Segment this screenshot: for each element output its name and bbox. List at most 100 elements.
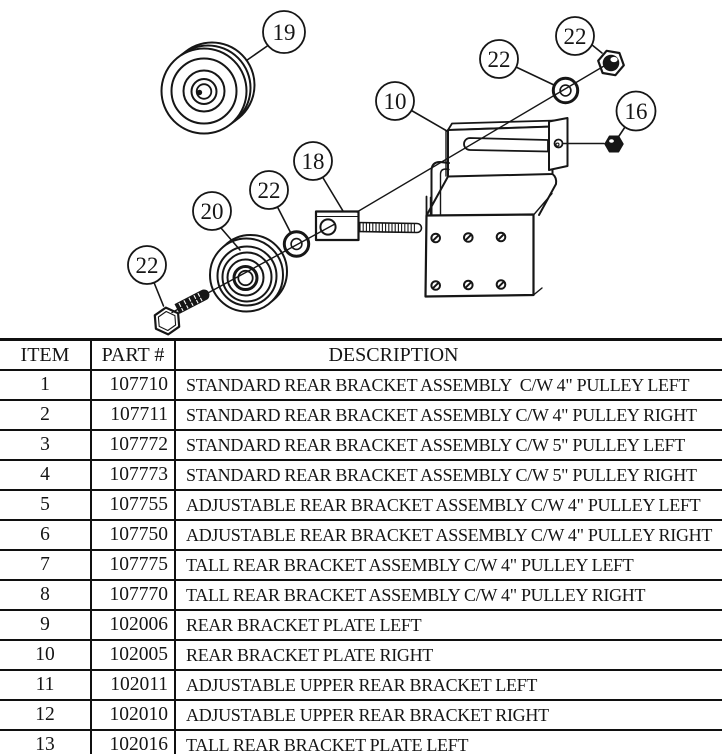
part-cell: 102011 xyxy=(90,669,176,701)
balloon-label: 22 xyxy=(564,24,587,49)
item-cell: 7 xyxy=(0,549,92,581)
table-row: 11 102011 ADJUSTABLE UPPER REAR BRACKET … xyxy=(0,669,722,701)
part-cell: 107773 xyxy=(90,459,176,491)
balloon-label: 20 xyxy=(201,199,224,224)
bracket-slot xyxy=(463,137,549,153)
axis-lines xyxy=(171,65,605,314)
description-cell: STANDARD REAR BRACKET ASSEMBLY C/W 4" PU… xyxy=(174,369,722,401)
part-cell: 107775 xyxy=(90,549,176,581)
part-cell: 107750 xyxy=(90,519,176,551)
description-cell: TALL REAR BRACKET PLATE LEFT xyxy=(174,729,722,754)
flat-washer-lower xyxy=(282,230,311,258)
leader-line xyxy=(515,66,555,86)
item-cell: 3 xyxy=(0,429,92,461)
balloon-label: 10 xyxy=(384,89,407,114)
part-cell: 102005 xyxy=(90,639,176,671)
table-row: 6 107750 ADJUSTABLE REAR BRACKET ASSEMBL… xyxy=(0,519,722,551)
leader-lines xyxy=(153,43,626,307)
acorn-nut xyxy=(604,135,624,153)
hex-bolt xyxy=(153,289,210,336)
flat-washer-upper xyxy=(551,76,580,105)
axis-line xyxy=(171,223,335,314)
description-cell: REAR BRACKET PLATE LEFT xyxy=(174,609,722,641)
item-cell: 9 xyxy=(0,609,92,641)
table-row: 12 102010 ADJUSTABLE UPPER REAR BRACKET … xyxy=(0,699,722,731)
balloon-18: 18 xyxy=(293,141,333,181)
hex-nut xyxy=(597,49,625,77)
part-cell: 102006 xyxy=(90,609,176,641)
plate-holes xyxy=(430,231,507,291)
table-row: 13 102016 TALL REAR BRACKET PLATE LEFT xyxy=(0,729,722,754)
column-header-part: PART # xyxy=(90,338,176,371)
leader-line xyxy=(220,227,241,251)
leader-line xyxy=(153,281,165,307)
part-cell: 107770 xyxy=(90,579,176,611)
rod-threads xyxy=(359,222,415,234)
item-cell: 11 xyxy=(0,669,92,701)
balloon-20: 20 xyxy=(192,191,232,231)
balloon-label: 22 xyxy=(136,253,159,278)
leader-line xyxy=(245,44,269,62)
description-cell: STANDARD REAR BRACKET ASSEMBLY C/W 5" PU… xyxy=(174,459,722,491)
leader-line xyxy=(616,126,626,140)
description-cell: STANDARD REAR BRACKET ASSEMBLY C/W 4" PU… xyxy=(174,399,722,431)
table-row: 5 107755 ADJUSTABLE REAR BRACKET ASSEMBL… xyxy=(0,489,722,521)
rear-bracket-plate xyxy=(424,213,535,298)
balloon-label: 22 xyxy=(258,178,281,203)
item-cell: 13 xyxy=(0,729,92,754)
balloon-19: 19 xyxy=(262,10,306,54)
balloon-label: 19 xyxy=(273,20,296,45)
table-row: 8 107770 TALL REAR BRACKET ASSEMBLY C/W … xyxy=(0,579,722,611)
balloon-22-washer: 22 xyxy=(479,39,519,79)
leader-line xyxy=(410,109,448,132)
balloon-label: 16 xyxy=(625,99,648,124)
table-row: 3 107772 STANDARD REAR BRACKET ASSEMBLY … xyxy=(0,429,722,461)
part-cell: 107755 xyxy=(90,489,176,521)
description-cell: TALL REAR BRACKET ASSEMBLY C/W 4" PULLEY… xyxy=(174,549,722,581)
large-pulley xyxy=(160,41,256,135)
rear-bracket-assembly xyxy=(424,117,569,298)
description-cell: TALL REAR BRACKET ASSEMBLY C/W 4" PULLEY… xyxy=(174,579,722,611)
balloon-label: 22 xyxy=(488,47,511,72)
description-cell: ADJUSTABLE REAR BRACKET ASSEMBLY C/W 4" … xyxy=(174,489,722,521)
description-cell: ADJUSTABLE UPPER REAR BRACKET RIGHT xyxy=(174,699,722,731)
balloon-label: 18 xyxy=(302,149,325,174)
axis-line xyxy=(356,65,605,213)
description-cell: STANDARD REAR BRACKET ASSEMBLY C/W 5" PU… xyxy=(174,429,722,461)
balloon-22-nut: 22 xyxy=(555,16,595,56)
balloon-22-bolt: 22 xyxy=(127,245,167,285)
table-row: 10 102005 REAR BRACKET PLATE RIGHT xyxy=(0,639,722,671)
parts-table: ITEM PART # DESCRIPTION 1 107710 STANDAR… xyxy=(0,338,722,754)
table-header-row: ITEM PART # DESCRIPTION xyxy=(0,338,722,371)
exploded-parts-diagram: 19 22 22 10 16 18 xyxy=(127,10,657,336)
description-cell: ADJUSTABLE UPPER REAR BRACKET LEFT xyxy=(174,669,722,701)
leader-line xyxy=(276,206,292,234)
part-cell: 107710 xyxy=(90,369,176,401)
column-header-item: ITEM xyxy=(0,338,92,371)
balloon-10: 10 xyxy=(375,81,415,121)
balloon-16: 16 xyxy=(615,90,657,132)
item-cell: 5 xyxy=(0,489,92,521)
item-cell: 6 xyxy=(0,519,92,551)
part-cell: 107772 xyxy=(90,429,176,461)
table-row: 9 102006 REAR BRACKET PLATE LEFT xyxy=(0,609,722,641)
item-cell: 4 xyxy=(0,459,92,491)
leader-line xyxy=(321,176,344,212)
table-row: 4 107773 STANDARD REAR BRACKET ASSEMBLY … xyxy=(0,459,722,491)
item-cell: 2 xyxy=(0,399,92,431)
balloon-22-mid-washer: 22 xyxy=(249,170,289,210)
small-pulley xyxy=(209,234,288,313)
part-cell: 102010 xyxy=(90,699,176,731)
table-row: 7 107775 TALL REAR BRACKET ASSEMBLY C/W … xyxy=(0,549,722,581)
part-cell: 107711 xyxy=(90,399,176,431)
item-cell: 10 xyxy=(0,639,92,671)
table-row: 1 107710 STANDARD REAR BRACKET ASSEMBLY … xyxy=(0,369,722,401)
description-cell: ADJUSTABLE REAR BRACKET ASSEMBLY C/W 4" … xyxy=(174,519,722,551)
part-cell: 102016 xyxy=(90,729,176,754)
callout-balloons: 19 22 22 10 16 18 xyxy=(127,10,657,285)
leader-line xyxy=(590,43,603,54)
item-cell: 12 xyxy=(0,699,92,731)
item-cell: 1 xyxy=(0,369,92,401)
item-cell: 8 xyxy=(0,579,92,611)
